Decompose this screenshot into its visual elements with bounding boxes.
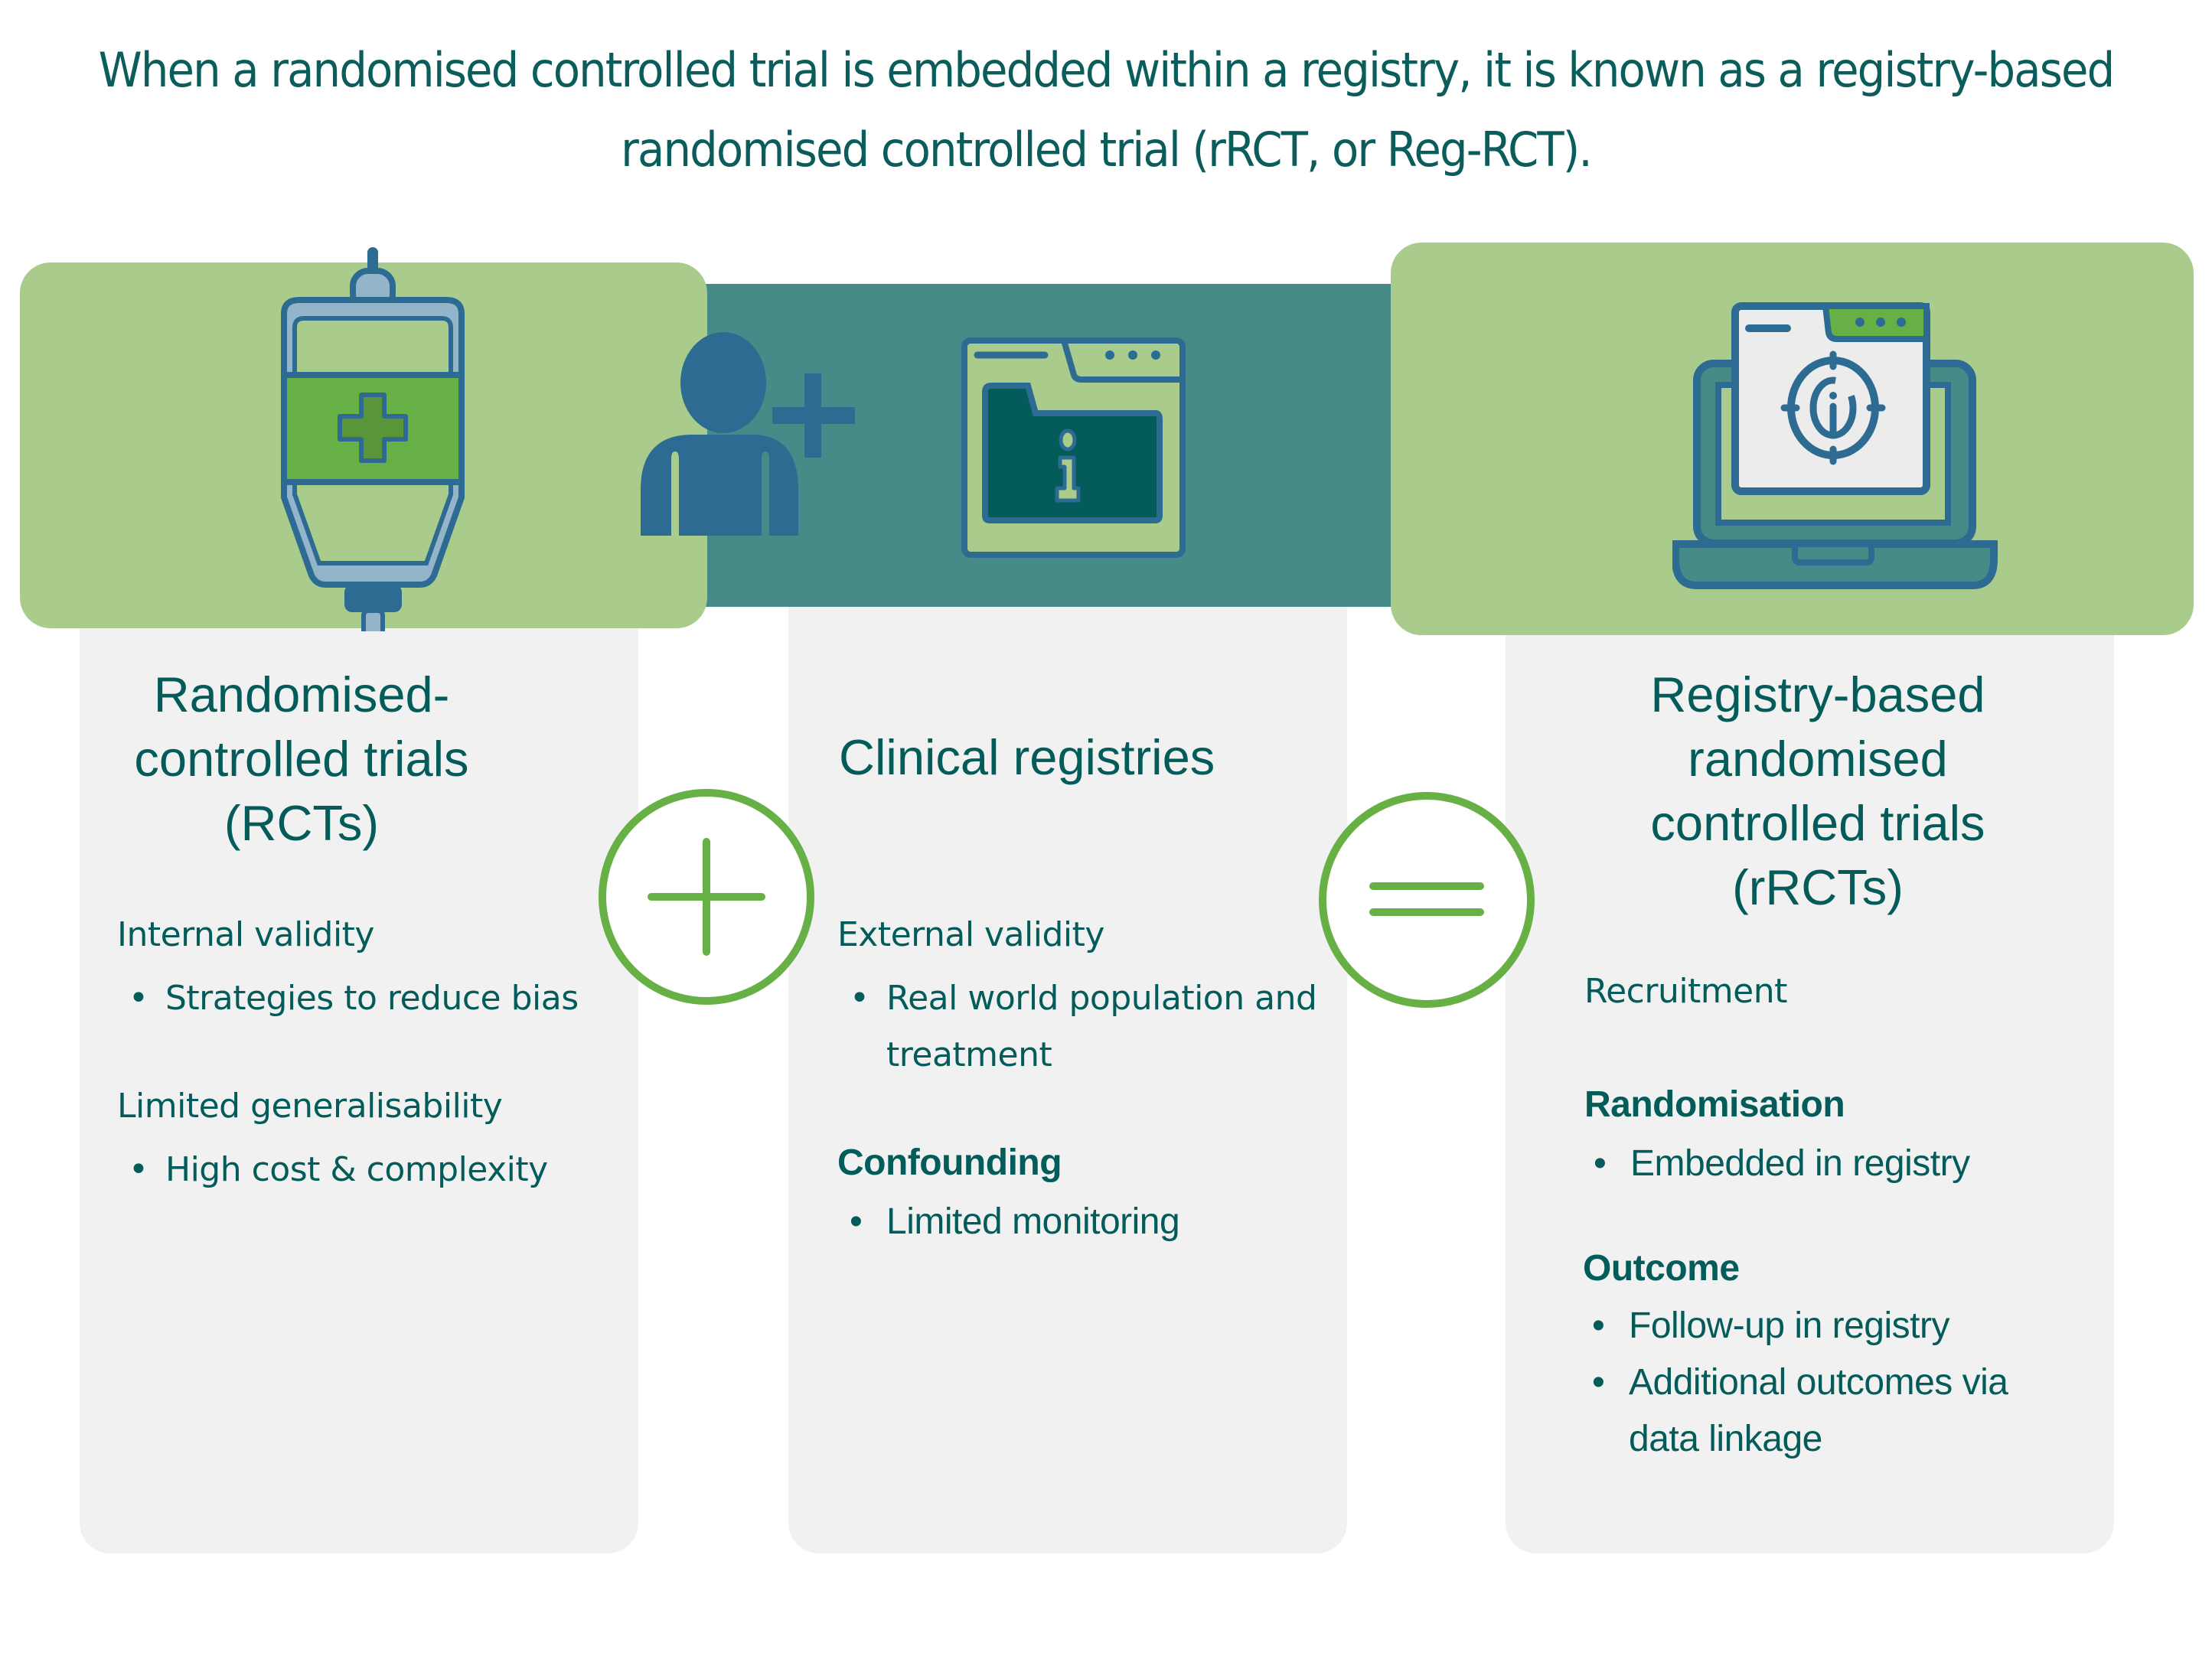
section-heading-external-validity: External validity bbox=[837, 915, 1104, 954]
section-heading-confounding: Confounding bbox=[837, 1142, 1062, 1183]
bullet-item: •Limited monitoring bbox=[850, 1201, 1180, 1242]
card-rcts-title: Randomised- controlled trials (RCTs) bbox=[80, 663, 524, 856]
card-clinical-registries bbox=[788, 597, 1347, 1553]
card-rrcts-title-line: (rRCTs) bbox=[1732, 859, 1904, 915]
section-heading-limited-generalisability: Limited generalisability bbox=[117, 1087, 503, 1126]
section-heading-outcome: Outcome bbox=[1583, 1248, 1740, 1289]
equals-circle-icon bbox=[1319, 792, 1535, 1008]
card-rcts-title-line: Randomised- bbox=[153, 667, 450, 722]
section-heading-randomisation: Randomisation bbox=[1584, 1084, 1845, 1125]
header-title-line-1: When a randomised controlled trial is em… bbox=[98, 42, 2115, 98]
card-rrcts-title-line: controlled trials bbox=[1650, 795, 1985, 851]
header-title-line-2: randomised controlled trial (rRCT, or Re… bbox=[621, 122, 1593, 178]
plus-circle-icon bbox=[599, 789, 814, 1005]
section-heading-recruitment: Recruitment bbox=[1584, 972, 1787, 1011]
bullet-item: •High cost & complexity bbox=[129, 1150, 548, 1189]
card-rcts-title-line: (RCTs) bbox=[223, 795, 380, 851]
person-add-icon bbox=[641, 332, 855, 536]
info-folder-window-icon bbox=[961, 337, 1186, 558]
card-rrcts-title: Registry-based randomised controlled tri… bbox=[1577, 663, 2059, 920]
card-rrcts-title-line: randomised bbox=[1688, 731, 1948, 787]
card-clinical-registries-title: Clinical registries bbox=[839, 725, 1215, 790]
bullet-item: •Follow-up in registry•Additional outcom… bbox=[1592, 1305, 2008, 1459]
card-rcts bbox=[80, 597, 638, 1553]
section-heading-internal-validity: Internal validity bbox=[117, 915, 374, 954]
bullet-item: •Strategies to reduce bias bbox=[129, 979, 579, 1018]
bullet-item: •Embedded in registry bbox=[1594, 1143, 1970, 1184]
card-rrcts-title-line: Registry-based bbox=[1650, 667, 1985, 722]
card-clinical-registries-title-line: Clinical registries bbox=[839, 729, 1215, 785]
iv-bag-medical-cross-icon bbox=[281, 247, 465, 631]
header-title: When a randomised controlled trial is em… bbox=[77, 31, 2135, 190]
card-rrcts bbox=[1506, 597, 2114, 1553]
laptop-target-info-icon bbox=[1672, 302, 1998, 589]
card-rcts-title-line: controlled trials bbox=[134, 731, 469, 787]
